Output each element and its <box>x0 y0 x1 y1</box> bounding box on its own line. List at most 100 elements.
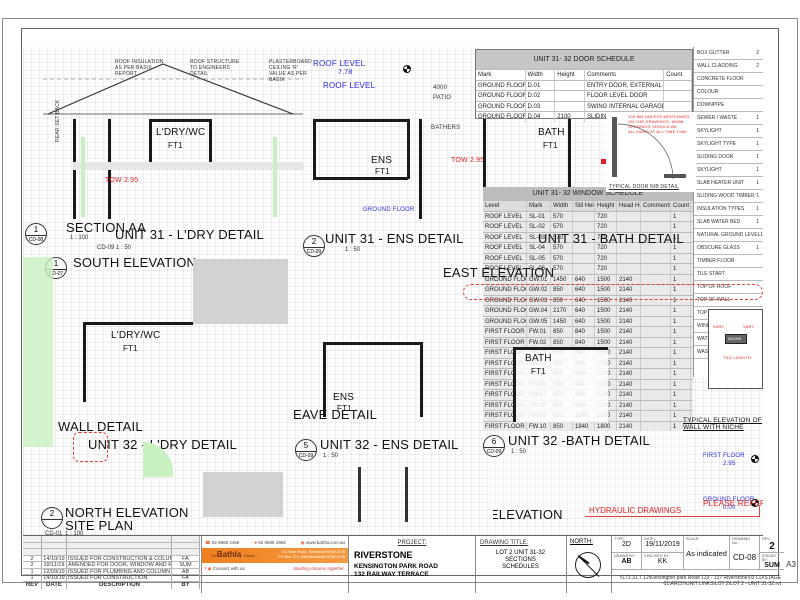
cell: 720 <box>595 264 617 274</box>
niche-label: NICHE <box>728 336 742 341</box>
view-title-unit31-bath[interactable]: UNIT 31 - BATH DETAIL <box>538 231 684 246</box>
tow-label: TOW 2.95 <box>451 157 485 164</box>
cell: 570 <box>551 211 573 221</box>
cell: 1 <box>671 369 691 379</box>
cell: GROUND FLOOR <box>485 295 527 305</box>
cell <box>573 253 595 263</box>
cell <box>641 306 671 316</box>
door-schedule: UNIT 31- 32 DOOR SCHEDULE Mark Width Hei… <box>475 49 693 122</box>
cell: 2140 <box>617 369 641 379</box>
website-link[interactable]: ◉ www.bathla.com.au <box>300 540 345 545</box>
view-title-wall-detail[interactable]: WALL DETAIL <box>58 419 143 434</box>
cell <box>555 80 585 90</box>
facebook-icon: f ◉ <box>205 566 213 571</box>
cell: FIRST FLOOR <box>483 421 527 431</box>
cell: 2140 <box>617 285 641 295</box>
cell: 570 <box>551 264 573 274</box>
view-title-section-aa[interactable]: SECTION AA <box>66 220 147 235</box>
cell: FIRST FLOOR <box>483 337 527 347</box>
cell: 2140 <box>617 295 641 305</box>
col-header: Comments <box>585 70 665 80</box>
cell: 640 <box>573 316 595 326</box>
cell <box>641 411 671 421</box>
rev-cell: REV:2 <box>760 536 784 553</box>
green-highlight <box>23 257 53 447</box>
room-label-ft1: FT1 <box>123 344 138 353</box>
cell: 570 <box>551 222 573 232</box>
view-title-unit32-bath[interactable]: UNIT 32 -BATH DETAIL <box>508 433 650 448</box>
issued-by-cell: ISSUED BY:SUM <box>760 553 784 570</box>
view-title-unit32-ldry[interactable]: UNIT 32 - L'DRY DETAIL <box>88 437 237 452</box>
north-block: NORTH: <box>566 536 610 593</box>
roof-level-value: 7.78 <box>338 69 353 76</box>
cell <box>641 316 671 326</box>
unit31-ens-view: ROOF LEVEL 7.78 ROOF LEVEL PATIO 4000 EN… <box>303 47 485 222</box>
col-header: Mark <box>476 70 526 80</box>
nib-wall <box>612 117 617 177</box>
cell <box>573 211 595 221</box>
cell: GROUND FLOOR <box>485 285 527 295</box>
cell: 1 <box>671 274 691 284</box>
view-ref: CD-01 <box>45 531 63 535</box>
cell <box>555 91 585 101</box>
roof-level-label-2: ROOF LEVEL <box>323 81 376 90</box>
view-title-north-elevation[interactable]: NORTH ELEVATION <box>65 505 189 520</box>
company-banner: TheBathla Group 101 Kitta Road, Sinnamon… <box>202 548 348 563</box>
cell: FIRST FLOOR <box>483 327 527 337</box>
level-marker-icon <box>751 455 759 463</box>
legend-item: TIMBER FLOOR <box>694 255 763 268</box>
view-title-site-plan[interactable]: SITE PLAN <box>65 518 134 533</box>
cell: 1 <box>671 243 691 253</box>
cell <box>641 390 671 400</box>
cell: 570 <box>551 253 573 263</box>
cell <box>617 222 641 232</box>
col-header: Height <box>555 70 585 80</box>
drawing-canvas[interactable]: ROOF INSULATION AS PER BASIX REPORT ROOF… <box>23 47 763 535</box>
view-title-west-elevation[interactable]: WEST ELEVATION <box>448 507 563 522</box>
cell <box>573 243 595 253</box>
cell: ENTRY DOOR, EXTERNAL <box>585 80 665 90</box>
cell: 720 <box>595 232 617 242</box>
social-row: f ◉ Connect with us Building dreams toge… <box>202 563 348 575</box>
cell: 1 <box>671 232 691 242</box>
view-ref: CD-09 <box>97 245 115 251</box>
view-title-south-elevation[interactable]: SOUTH ELEVATION <box>73 255 197 270</box>
wall <box>323 342 326 417</box>
cell: 850 <box>551 285 573 295</box>
view-title-eave-detail[interactable]: EAVE DETAIL <box>293 407 378 422</box>
view-scale: 1 : 50 <box>323 453 339 459</box>
cell: 2140 <box>617 316 641 326</box>
company-logo: TheBathla Group <box>210 550 255 559</box>
revision-empty-row <box>23 536 200 543</box>
cell: 640 <box>573 285 595 295</box>
cell <box>664 101 692 111</box>
paper-size-label: A3 <box>786 560 796 569</box>
plasterboard-note: PLASTERBOARD CEILING 'R' VALUE AS PER BA… <box>269 59 312 83</box>
cell: 640 <box>573 295 595 305</box>
view-title-east-elevation[interactable]: EAST ELEVATION <box>443 265 555 280</box>
cell: 1 <box>671 285 691 295</box>
vary-left: VARY <box>713 324 725 329</box>
view-title-unit31-ens[interactable]: UNIT 31 - ENS DETAIL <box>325 231 464 246</box>
cell: D.02 <box>526 91 556 101</box>
floor-slab <box>73 162 303 170</box>
connect-link[interactable]: f ◉ Connect with us <box>205 566 245 571</box>
view-title-unit32-ens[interactable]: UNIT 32 - ENS DETAIL <box>320 437 459 452</box>
cell: D.01 <box>526 80 556 90</box>
cell <box>617 243 641 253</box>
wall <box>313 119 316 179</box>
cell: 1 <box>671 411 691 421</box>
column-detail <box>358 467 408 522</box>
view-title-unit31-ldry[interactable]: UNIT 31 - L'DRY DETAIL <box>115 227 264 242</box>
phone-number[interactable]: ☎ 02 9688 2465 <box>205 540 240 545</box>
